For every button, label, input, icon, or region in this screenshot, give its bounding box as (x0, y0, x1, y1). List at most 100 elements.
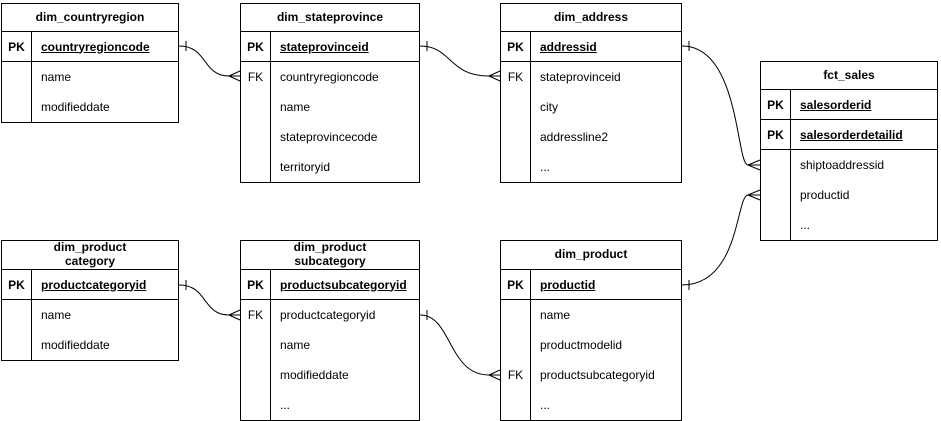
field-name: salesorderdetailid (800, 127, 903, 142)
key-badge: PK (241, 32, 271, 61)
key-badge (241, 360, 271, 390)
field-name: stateprovincecode (280, 130, 378, 144)
field-name: productsubcategoryid (540, 368, 655, 382)
table-row: PK stateprovinceid (241, 32, 419, 62)
table-dim-countryregion[interactable]: dim_countryregion PK countryregioncode n… (1, 3, 179, 123)
key-badge: FK (241, 62, 271, 92)
key-badge (241, 122, 271, 152)
key-badge (501, 300, 531, 330)
key-badge: PK (761, 90, 791, 119)
many-marker-icon (488, 70, 501, 82)
table-row: ... (501, 152, 681, 182)
field-name: name (280, 100, 311, 114)
relationship-product-fctsales[interactable] (681, 189, 761, 290)
table-row: productid (761, 180, 937, 210)
field-name: stateprovinceid (280, 39, 369, 54)
field-name: productid (800, 188, 850, 202)
relationship-line (178, 45, 230, 77)
table-row: modifieddate (2, 92, 178, 122)
key-badge (2, 300, 32, 330)
field-name: productcategoryid (41, 277, 147, 292)
table-row: modifieddate (241, 360, 419, 390)
field-name: name (280, 338, 311, 352)
field-name: productcategoryid (280, 308, 376, 322)
many-marker-icon (488, 369, 501, 381)
table-title: dim_countryregion (2, 4, 178, 32)
key-badge: PK (2, 32, 32, 61)
key-badge (501, 152, 531, 182)
field-name: salesorderid (800, 97, 872, 112)
table-row: stateprovincecode (241, 122, 419, 152)
table-row: FK countryregioncode (241, 62, 419, 92)
many-marker-icon (228, 70, 241, 82)
key-badge: PK (2, 270, 32, 299)
table-dim-stateprovince[interactable]: dim_stateprovince PK stateprovinceid FK … (240, 3, 420, 183)
relationship-line (419, 45, 490, 77)
relationship-productcategory-productsubcategory[interactable] (178, 280, 241, 321)
table-fct-sales[interactable]: fct_sales PK salesorderid PK salesorderd… (760, 61, 938, 241)
key-badge: PK (241, 270, 271, 299)
table-row: ... (501, 390, 681, 420)
relationship-line (681, 45, 749, 166)
table-row: ... (761, 210, 937, 240)
table-title: fct_sales (761, 62, 937, 90)
table-row: name (2, 62, 178, 92)
table-row: name (501, 300, 681, 330)
table-title: dim_stateprovince (241, 4, 419, 32)
field-name: name (41, 70, 72, 84)
field-name: modifieddate (41, 100, 110, 114)
table-row: name (241, 330, 419, 360)
field-name: ... (800, 218, 811, 232)
table-dim-product[interactable]: dim_product PK productid name productmod… (500, 240, 682, 421)
key-badge: FK (501, 360, 531, 390)
table-dim-productsubcategory[interactable]: dim_product subcategory PK productsubcat… (240, 240, 420, 421)
table-title: dim_address (501, 4, 681, 32)
table-row: productmodelid (501, 330, 681, 360)
key-badge: PK (761, 120, 791, 149)
many-marker-icon (228, 309, 241, 321)
key-badge (241, 92, 271, 122)
table-title: dim_product category (2, 240, 178, 270)
key-badge (501, 92, 531, 122)
field-name: name (41, 308, 72, 322)
table-row: PK productid (501, 270, 681, 300)
many-marker-icon (747, 159, 761, 171)
table-row: FK productsubcategoryid (501, 360, 681, 390)
relationship-address-fctsales[interactable] (681, 41, 761, 171)
key-badge (241, 152, 271, 182)
key-badge: PK (501, 32, 531, 61)
key-badge (761, 150, 791, 180)
relationship-countryregion-stateprovince[interactable] (178, 41, 241, 82)
table-row: PK salesorderdetailid (761, 120, 937, 150)
key-badge (761, 180, 791, 210)
field-name: productmodelid (540, 338, 623, 352)
field-name: modifieddate (280, 368, 349, 382)
table-row: PK productsubcategoryid (241, 270, 419, 300)
key-badge: FK (501, 62, 531, 92)
field-name: ... (540, 160, 551, 174)
key-badge (761, 210, 791, 240)
key-badge (501, 122, 531, 152)
field-name: ... (280, 398, 291, 412)
table-row: FK productcategoryid (241, 300, 419, 330)
table-row: addressline2 (501, 122, 681, 152)
key-badge (241, 330, 271, 360)
relationship-line (681, 194, 749, 286)
table-row: modifieddate (2, 330, 178, 360)
table-dim-productcategory[interactable]: dim_product category PK productcategoryi… (1, 240, 179, 361)
table-dim-address[interactable]: dim_address PK addressid FK stateprovinc… (500, 3, 682, 183)
table-row: city (501, 92, 681, 122)
field-name: productsubcategoryid (280, 277, 407, 292)
key-badge (501, 390, 531, 420)
key-badge (501, 330, 531, 360)
relationship-stateprovince-address[interactable] (419, 41, 501, 82)
field-name: modifieddate (41, 338, 110, 352)
relationship-productsubcategory-product[interactable] (419, 310, 501, 381)
table-row: PK addressid (501, 32, 681, 62)
table-row: FK stateprovinceid (501, 62, 681, 92)
key-badge (2, 330, 32, 360)
field-name: shiptoaddressid (800, 158, 885, 172)
table-row: PK salesorderid (761, 90, 937, 120)
field-name: stateprovinceid (540, 70, 621, 84)
table-row: PK countryregioncode (2, 32, 178, 62)
